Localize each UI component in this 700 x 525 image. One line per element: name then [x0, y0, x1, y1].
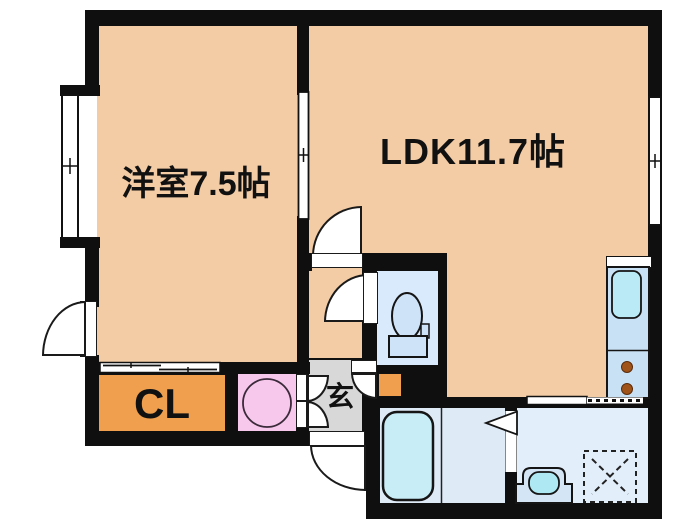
room-western [97, 24, 299, 363]
gas-burner-2 [621, 383, 633, 395]
wall-toilet-right [438, 253, 447, 397]
shoe-closet-leaf-upper [296, 374, 307, 401]
wall-western-bottom-b [219, 362, 310, 374]
wall-bottom-left [85, 431, 311, 446]
door-leaf-ldk [311, 253, 363, 268]
wall-window-jog-bottom [60, 237, 100, 248]
wall-closet-divider [227, 373, 237, 433]
wall-partition-upper [297, 10, 309, 95]
label-ldk: LDK11.7帖 [379, 131, 567, 172]
washing-machine-space [583, 450, 637, 503]
wall-left-mid [85, 237, 99, 307]
wall-below-toilet [402, 373, 447, 398]
bath-door-icon [483, 410, 518, 436]
label-closet: CL [134, 380, 190, 427]
wall-western-bottom-a [85, 362, 101, 374]
partition-sliding-door [297, 91, 310, 220]
wall-bath-left [366, 397, 380, 519]
washroom-sliding-door [526, 395, 643, 406]
laundry-machine-circle [242, 378, 292, 428]
label-entrance: 玄 [325, 381, 354, 412]
wall-toilet-bottom [362, 363, 447, 373]
label-western-room: 洋室7.5帖 [121, 165, 271, 203]
bath-door-opening [505, 411, 517, 472]
gas-burner-1 [621, 361, 633, 373]
toilet-icon [388, 292, 430, 358]
shoe-cabinet [378, 373, 402, 397]
shoe-closet-leaf-lower [296, 401, 307, 428]
wall-window-jog-top [60, 85, 100, 96]
wall-hall-top-stub [297, 253, 312, 271]
bathtub [381, 410, 435, 502]
wall-left-upper [85, 10, 99, 90]
entrance-door-leaf [309, 431, 365, 446]
washbasin [515, 467, 573, 504]
wall-bottom-right [366, 503, 662, 519]
wall-left-lower [85, 355, 99, 446]
door-leaf-toilet [363, 272, 378, 324]
door-leaf-hall-entrance [351, 360, 377, 373]
window-left [61, 94, 79, 239]
wall-toilet-top [362, 253, 447, 271]
kitchen-sink [611, 270, 642, 319]
closet-sliding-door [99, 361, 221, 374]
wall-top [85, 10, 662, 26]
window-right [648, 96, 662, 226]
